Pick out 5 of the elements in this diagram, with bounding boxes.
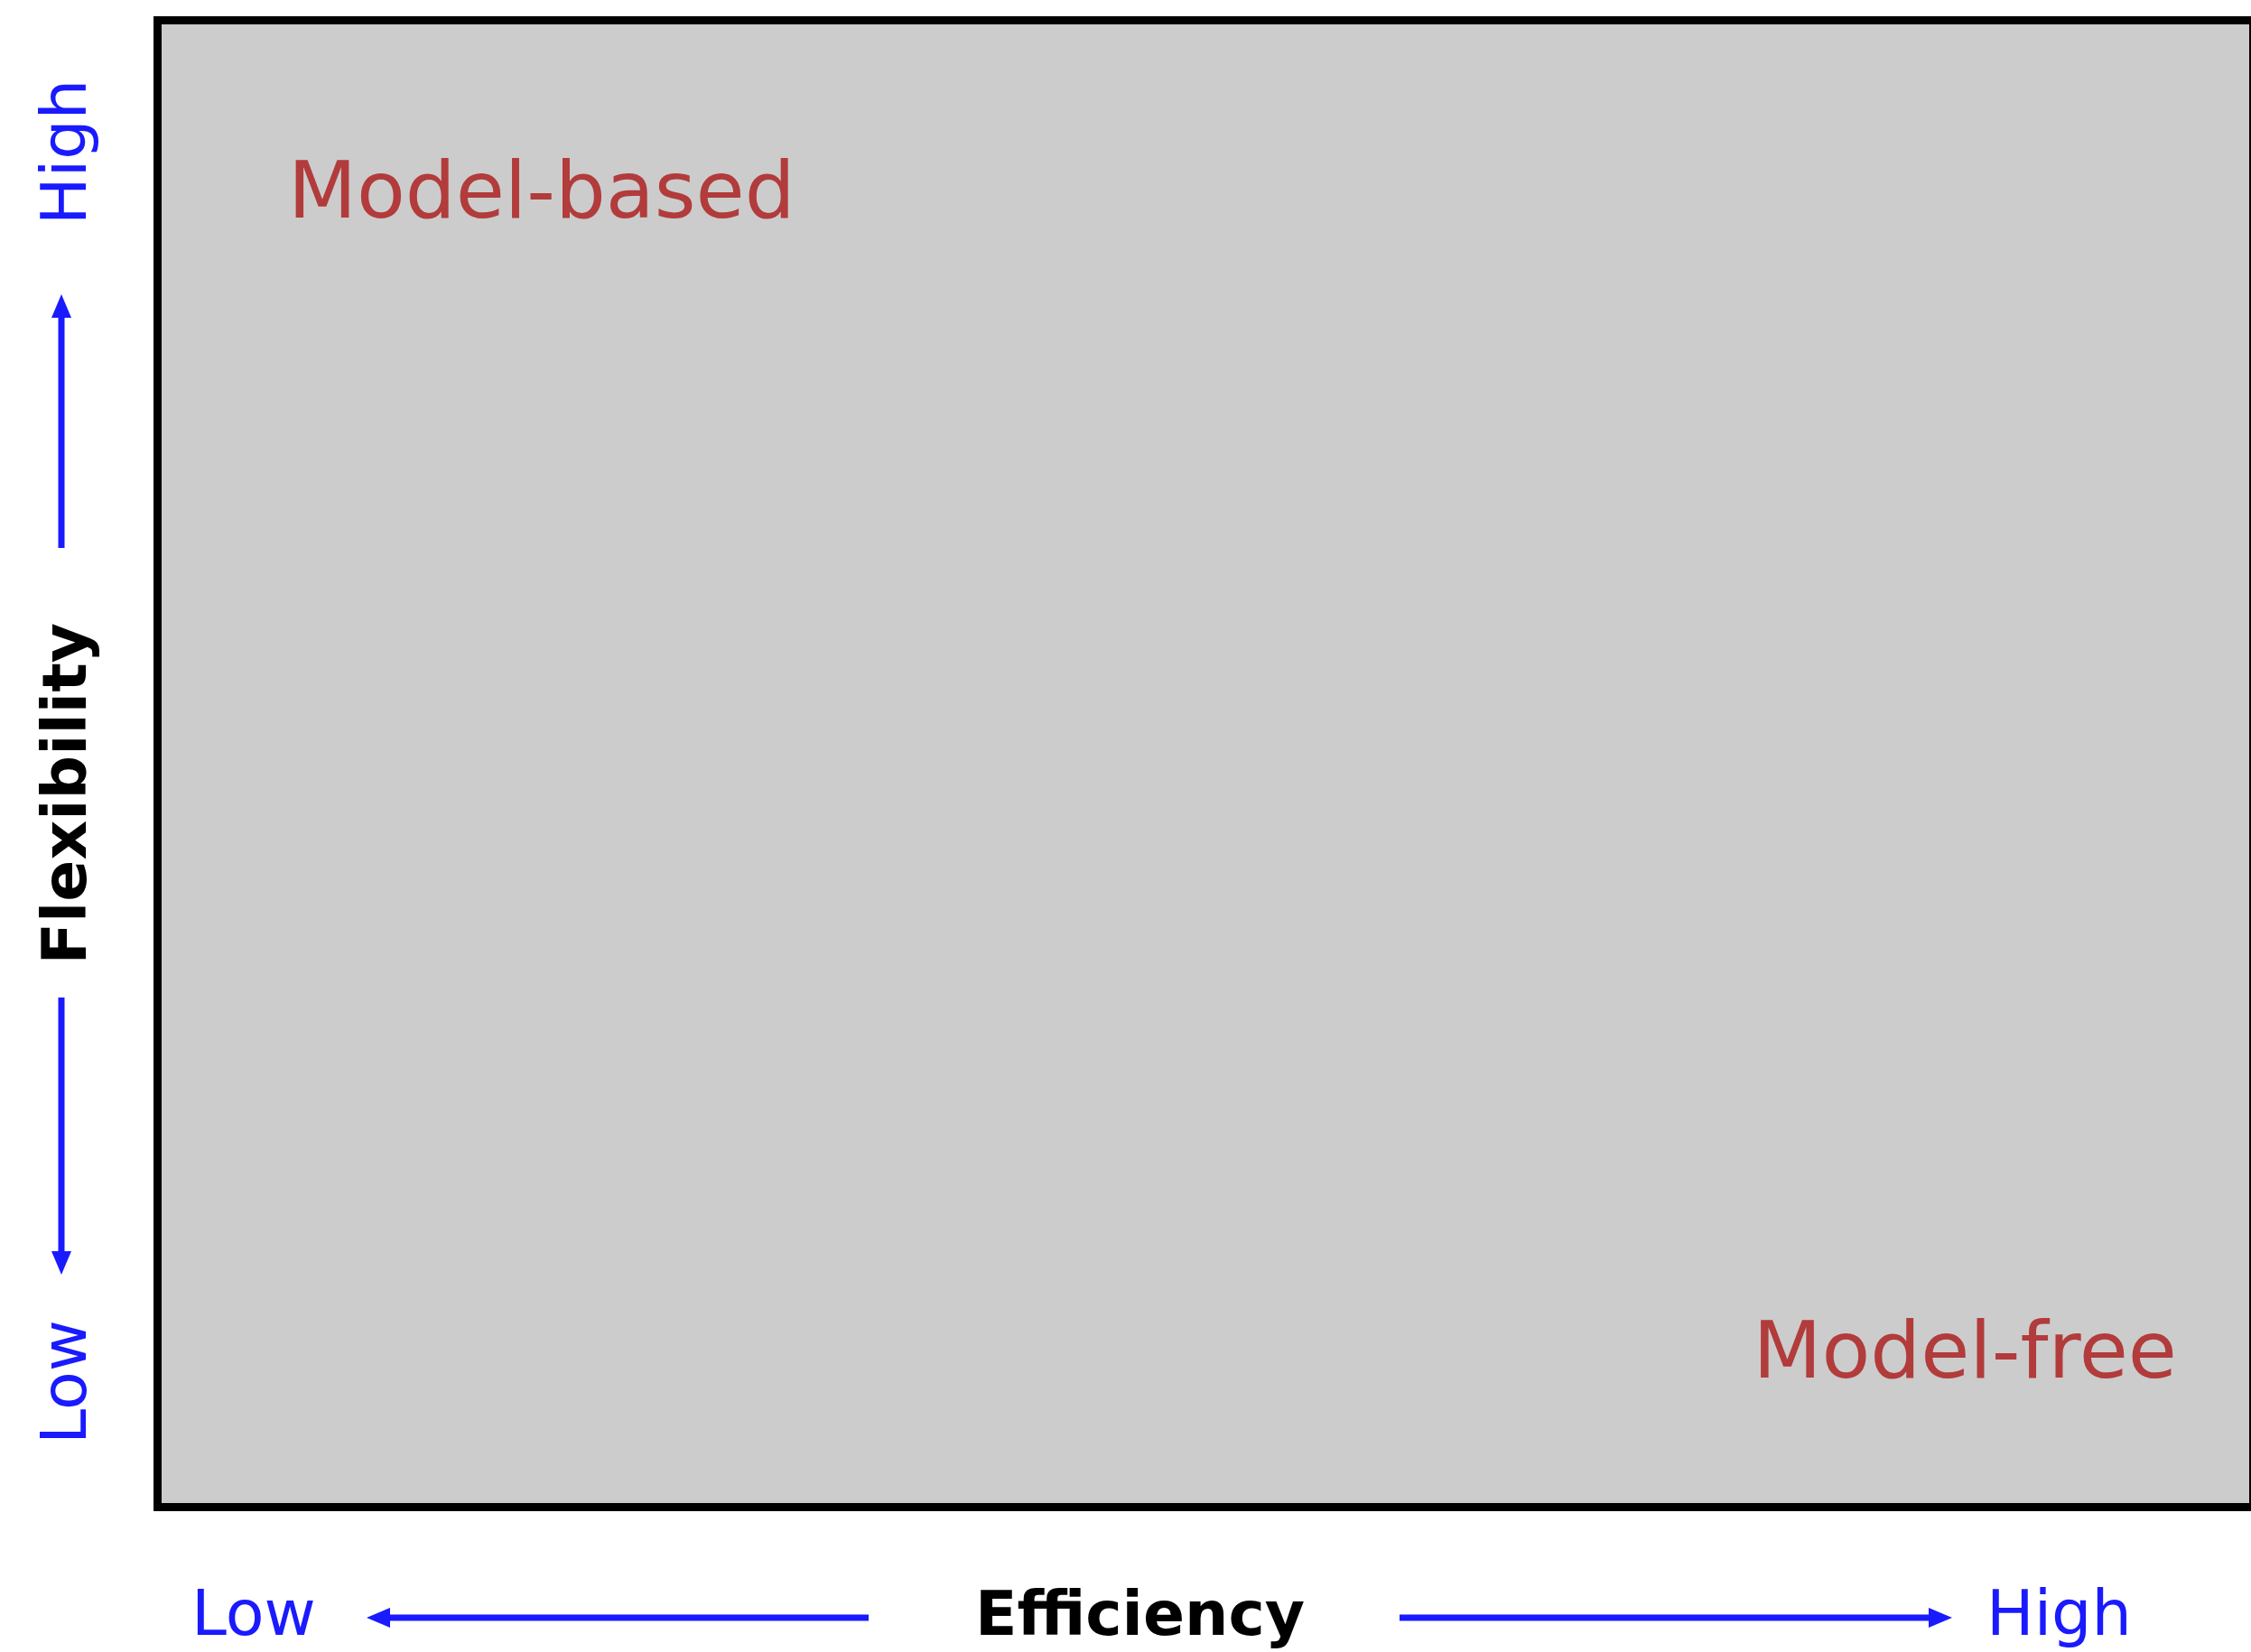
region-label: Model-free (1753, 1311, 2177, 1390)
quadrant-box (153, 16, 2251, 1511)
axis-end-label: Low (191, 1582, 316, 1645)
region-label: Model-based (288, 151, 795, 230)
axis-end-label: Low (33, 1320, 96, 1444)
